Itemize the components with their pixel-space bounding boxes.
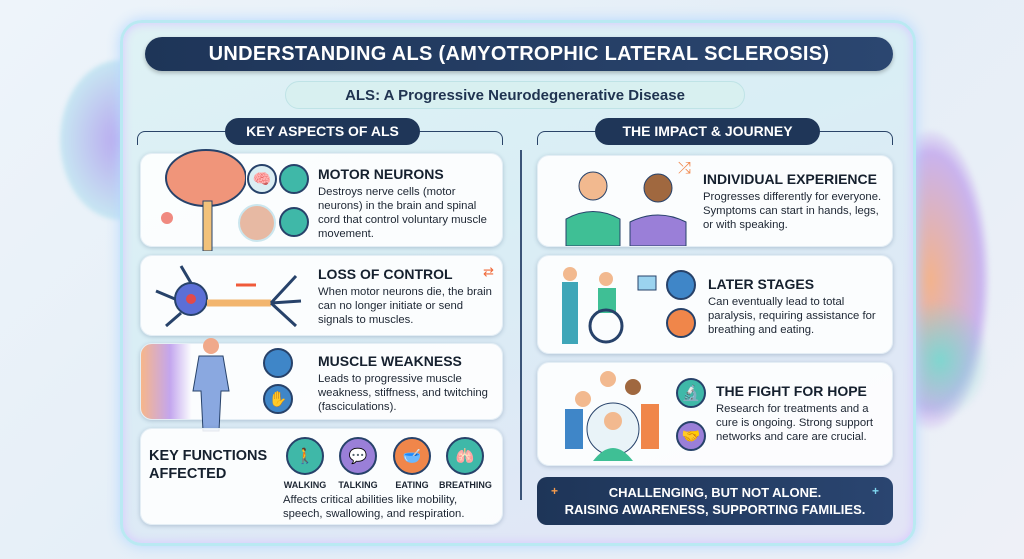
sparkle-icon: + — [871, 484, 879, 498]
wheelchair-care-illustration — [562, 267, 657, 344]
divider — [520, 150, 522, 500]
card-loss-of-control: ⇄ LOSS OF CONTROL When motor neurons die… — [140, 255, 503, 336]
card-later-stages: LATER STAGES Can eventually lead to tota… — [537, 255, 893, 354]
card-motor-neurons: 🧠 MOTOR NEURONS Destroys nerve cells (mo… — [140, 149, 503, 251]
card-key-functions: KEY FUNCTIONS AFFECTED 🚶 💬 🥣 🫁 WALKING T… — [140, 428, 503, 525]
neuron-illustration — [155, 265, 302, 328]
function-label: WALKING — [283, 480, 327, 490]
function-label: EATING — [395, 480, 429, 490]
talking-icon: 💬 — [339, 437, 377, 475]
assistance-icon — [666, 308, 696, 338]
card-title: LOSS OF CONTROL — [318, 266, 453, 282]
card-title: INDIVIDUAL EXPERIENCE — [703, 171, 877, 187]
section-header-key-aspects: KEY ASPECTS OF ALS — [225, 118, 420, 145]
card-text: Affects critical abilities like mobility… — [283, 494, 465, 520]
brain-icon: 🧠 — [247, 164, 277, 194]
muscle-fiber-icon — [279, 207, 309, 237]
support-group-illustration — [565, 371, 659, 461]
people-illustration — [565, 171, 687, 246]
subtitle: ALS: A Progressive Neurodegenerative Dis… — [285, 81, 745, 109]
sparkle-icon: + — [551, 484, 559, 498]
breathing-icon: 🫁 — [446, 437, 484, 475]
eating-icon: 🥣 — [393, 437, 431, 475]
spine-icon — [279, 164, 309, 194]
card-text: When motor neurons die, the brain can no… — [318, 286, 492, 326]
walking-icon: 🚶 — [286, 437, 324, 475]
section-header-impact: THE IMPACT & JOURNEY — [595, 118, 820, 145]
card-title: KEY FUNCTIONS AFFECTED — [149, 448, 268, 482]
hand-icon: ✋ — [263, 384, 293, 414]
function-label: TALKING — [338, 480, 378, 490]
page-title: UNDERSTANDING ALS (AMYOTROPHIC LATERAL S… — [145, 37, 893, 71]
signal-icon: ⇄ — [483, 264, 494, 279]
card-muscle-weakness: ✋ MUSCLE WEAKNESS Leads to progressive m… — [140, 338, 503, 432]
muscle-icon — [238, 204, 276, 242]
card-title: MUSCLE WEAKNESS — [318, 353, 462, 369]
card-title: THE FIGHT FOR HOPE — [716, 383, 867, 399]
card-title: MOTOR NEURONS — [318, 166, 444, 182]
arm-icon — [263, 348, 293, 378]
card-text: Can eventually lead to total paralysis, … — [708, 296, 876, 336]
card-fight-for-hope: 🔬 🤝 THE FIGHT FOR HOPE Research for trea… — [537, 362, 893, 466]
body-illustration — [192, 338, 230, 432]
card-text: Destroys nerve cells (motor neurons) in … — [318, 186, 487, 240]
ventilator-icon — [666, 270, 696, 300]
handshake-icon: 🤝 — [676, 421, 706, 451]
direction-arrows-icon: ⤮ — [678, 160, 691, 177]
function-label: BREATHING — [439, 480, 492, 490]
card-individual-experience: ⤮ INDIVIDUAL EXPERIENCE Progresses diffe… — [537, 155, 893, 247]
footer-line-1: CHALLENGING, BUT NOT ALONE. — [608, 485, 822, 500]
card-text: Progresses differently for everyone. Sym… — [703, 191, 882, 231]
brain-spine-illustration — [161, 149, 246, 251]
card-title: LATER STAGES — [708, 276, 815, 292]
card-text: Leads to progressive muscle weakness, st… — [318, 373, 488, 413]
footer-line-2: RAISING AWARENESS, SUPPORTING FAMILIES. — [564, 502, 866, 517]
footer-banner: + + CHALLENGING, BUT NOT ALONE. RAISING … — [537, 477, 893, 525]
microscope-icon: 🔬 — [676, 378, 706, 408]
card-text: Research for treatments and a cure is on… — [716, 403, 873, 443]
